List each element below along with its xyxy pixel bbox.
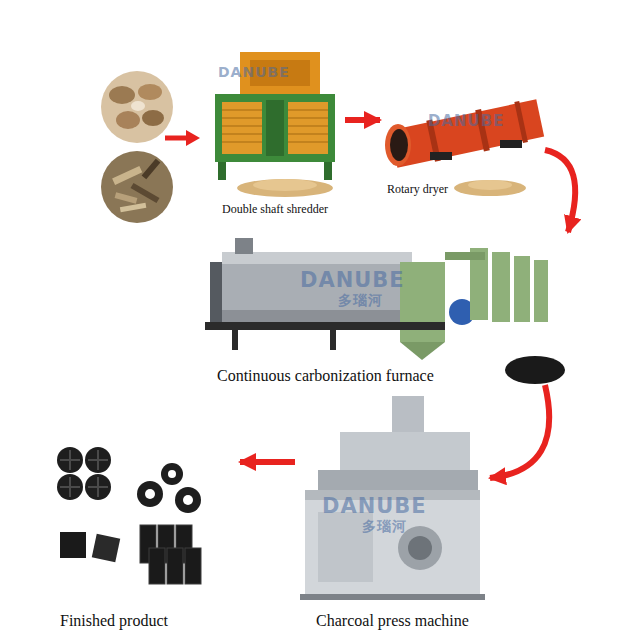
briquettes-part	[140, 525, 201, 584]
briquettes-part	[60, 532, 86, 558]
rotary-dryer-part	[454, 180, 526, 196]
briquettes-part	[183, 495, 193, 505]
carbonization-furnace-part	[534, 260, 548, 322]
carbonization-furnace-part	[222, 310, 412, 322]
briquettes-part-part	[149, 548, 165, 584]
flow-arrow	[545, 150, 575, 232]
rotary-dryer-part	[385, 124, 411, 166]
shredder-machine-part	[218, 162, 226, 180]
watermark: DANUBE	[300, 268, 405, 292]
carbonization-furnace-part	[505, 356, 565, 384]
watermark: 多瑙河	[362, 518, 407, 536]
shredder-machine-part	[215, 94, 335, 162]
charcoal-press-part	[392, 396, 424, 434]
carbonization-furnace-part	[514, 256, 530, 322]
briquettes-part-part	[185, 548, 201, 584]
shredder-machine-part	[266, 100, 284, 156]
watermark: 多瑙河	[338, 292, 383, 310]
wood-chips-part	[112, 166, 142, 185]
briquettes-part	[175, 487, 201, 513]
furnace-node: Continuous carbonization furnace	[195, 232, 580, 385]
wood-chips-part	[101, 151, 173, 223]
product-node: Finished product	[40, 440, 240, 630]
carbonization-furnace-part	[210, 262, 224, 322]
stage-caption: Charcoal press machine	[314, 612, 471, 630]
shredder-machine-part	[324, 162, 332, 180]
coconut-shells	[101, 71, 173, 143]
dryer-node: Rotary dryer	[380, 95, 545, 197]
flow-arrow	[240, 459, 295, 465]
briquettes-part	[145, 489, 155, 499]
rotary-dryer	[385, 97, 545, 196]
watermark: DANUBE	[218, 64, 290, 80]
rotary-dryer-part	[390, 129, 408, 161]
wood-chips-part	[120, 203, 146, 212]
wood-chips-part	[142, 159, 161, 180]
carbonization-furnace-part	[400, 342, 445, 360]
rotary-dryer-part	[389, 97, 544, 169]
stage-caption: Double shaft shredder	[220, 203, 330, 217]
carbonization-furnace-part	[330, 330, 336, 350]
charcoal-press-part	[318, 470, 478, 490]
shredder-machine-part	[237, 179, 333, 197]
charcoal-press	[300, 396, 485, 600]
briquettes-part	[92, 534, 120, 562]
rotary-dryer-part	[468, 180, 512, 190]
briquettes	[57, 447, 201, 584]
stage-caption: Rotary dryer	[385, 183, 450, 197]
charcoal-press-part	[340, 432, 470, 472]
charcoal-press-part	[408, 536, 432, 560]
carbonization-furnace-part	[235, 238, 253, 254]
briquettes-part	[137, 481, 163, 507]
coconut-shells-part	[131, 101, 145, 111]
charcoal-press-part	[305, 490, 480, 595]
carbonization-furnace-part	[445, 252, 485, 260]
briquettes-part-part	[167, 548, 183, 584]
carbonization-furnace-part	[222, 252, 412, 322]
wood-chips-part	[115, 192, 138, 203]
wood-chips	[101, 151, 173, 223]
coconut-shells-part	[142, 110, 164, 126]
coconut-shells-part	[116, 111, 140, 129]
charcoal-press-part	[300, 594, 485, 600]
watermark: DANUBE	[322, 494, 427, 518]
shredder-machine-part	[253, 179, 317, 191]
stage-caption: Continuous carbonization furnace	[215, 367, 436, 385]
shredder-machine	[215, 52, 335, 197]
watermark: DANUBE	[428, 112, 504, 130]
carbonization-furnace-part	[492, 252, 510, 322]
rotary-dryer-part-part	[390, 99, 545, 167]
coconut-shells-part	[101, 71, 173, 143]
feed-arrow-part	[186, 130, 200, 146]
stage-caption: Finished product	[58, 612, 170, 630]
flow-arrow	[345, 117, 380, 123]
rotary-dryer-part-part	[514, 101, 528, 143]
coconut-shells-part	[109, 86, 135, 104]
flow-arrow	[490, 385, 549, 478]
rotary-dryer-part	[430, 152, 452, 160]
feed-arrow	[165, 130, 200, 146]
carbonization-furnace-part	[232, 330, 238, 350]
briquettes-part	[168, 470, 176, 478]
carbonization-furnace	[205, 238, 565, 384]
coconut-shells-part	[138, 84, 162, 100]
briquettes-part	[60, 450, 108, 497]
feed-arrow-part	[165, 136, 188, 141]
rotary-dryer-part	[500, 140, 522, 148]
briquettes-part	[161, 463, 183, 485]
carbonization-furnace-part	[205, 322, 445, 330]
